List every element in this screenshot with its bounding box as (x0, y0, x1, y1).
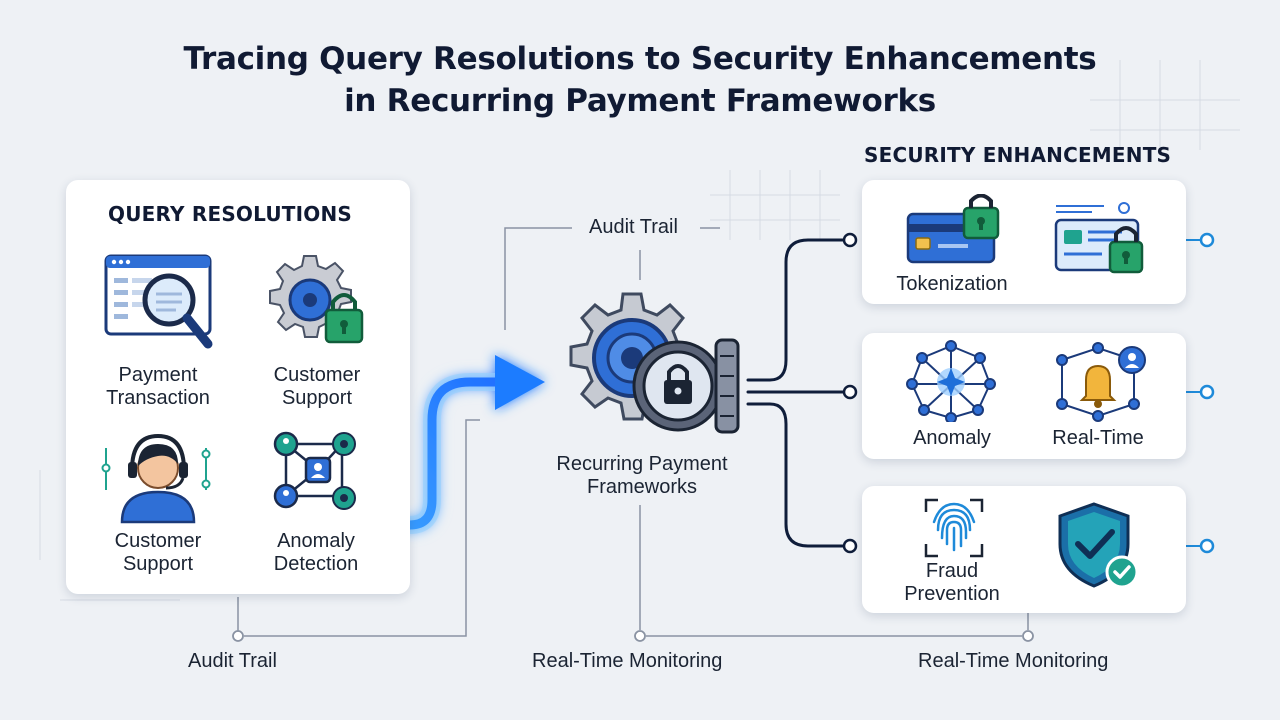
id-card-lock-icon (1054, 202, 1144, 274)
query-item-label-1: Payment Transaction (88, 364, 228, 410)
headset-agent-icon (101, 433, 211, 524)
query-resolutions-panel (66, 180, 410, 594)
security-branch-nodes (842, 232, 858, 554)
query-item-2-line-2: Support (281, 387, 353, 409)
center-label-line-1: Recurring Payment (556, 453, 728, 475)
audit-top-line-left (504, 227, 572, 330)
alert-bell-network-icon (1056, 342, 1146, 422)
network-gears-icon (273, 431, 356, 510)
audit-bottom-line (244, 419, 480, 637)
magnifier-browser-icon (104, 254, 213, 349)
center-label-line-2: Frameworks (586, 476, 697, 498)
fraud-prevention-label: Fraud Prevention (882, 560, 1022, 606)
fraud-prevention-line-2: Prevention (904, 583, 1000, 605)
page-title-line-1: Tracing Query Resolutions to Security En… (183, 41, 1097, 77)
query-item-4-line-2: Detection (273, 553, 359, 575)
audit-bottom-node (232, 630, 244, 642)
network-anomaly-icon (906, 340, 996, 422)
query-item-2-line-1: Customer (273, 364, 361, 386)
security-branch-lines (746, 238, 846, 548)
gear-lock-icon (269, 255, 364, 344)
gear-vault-lock-icon (569, 292, 740, 434)
audit-monitor-nodes (232, 630, 1034, 642)
glowing-flow-arrow (376, 355, 545, 534)
query-item-4-line-1: Anomaly (277, 530, 355, 552)
query-item-3-line-2: Support (122, 553, 194, 575)
query-resolutions-heading: QUERY RESOLUTIONS (108, 202, 353, 226)
background-grid (39, 60, 1240, 601)
real-time-monitoring-label-center: Real-Time Monitoring (532, 650, 723, 672)
anomaly-label: Anomaly (913, 427, 991, 449)
security-card-fraud-prevention (862, 486, 1186, 613)
monitor-center-node (634, 630, 646, 642)
center-label: Recurring Payment Frameworks (530, 453, 754, 499)
shield-check-icon (1058, 502, 1139, 589)
right-output-lines (1186, 239, 1200, 547)
credit-card-lock-icon (906, 194, 1000, 264)
audit-trail-label-bottom: Audit Trail (188, 650, 277, 672)
query-item-1-line-2: Transaction (106, 387, 210, 409)
right-output-nodes (1199, 232, 1215, 554)
real-time-label: Real-Time (1052, 427, 1144, 449)
audit-monitor-lines (237, 227, 1029, 637)
monitor-right-node (1022, 630, 1034, 642)
audit-trail-label-top: Audit Trail (589, 216, 678, 238)
query-item-label-3: Customer Support (88, 530, 228, 576)
query-item-1-line-1: Payment (118, 364, 198, 386)
page-title-line-2: in Recurring Payment Frameworks (344, 83, 936, 119)
query-item-label-2: Customer Support (247, 364, 387, 410)
query-item-label-4: Anomaly Detection (246, 530, 386, 576)
fingerprint-icon (924, 498, 984, 558)
security-enhancements-heading: SECURITY ENHANCEMENTS (864, 143, 1172, 167)
tokenization-label: Tokenization (896, 273, 1008, 295)
fraud-prevention-line-1: Fraud (925, 560, 979, 582)
real-time-monitoring-label-right: Real-Time Monitoring (918, 650, 1109, 672)
query-item-3-line-1: Customer (114, 530, 202, 552)
